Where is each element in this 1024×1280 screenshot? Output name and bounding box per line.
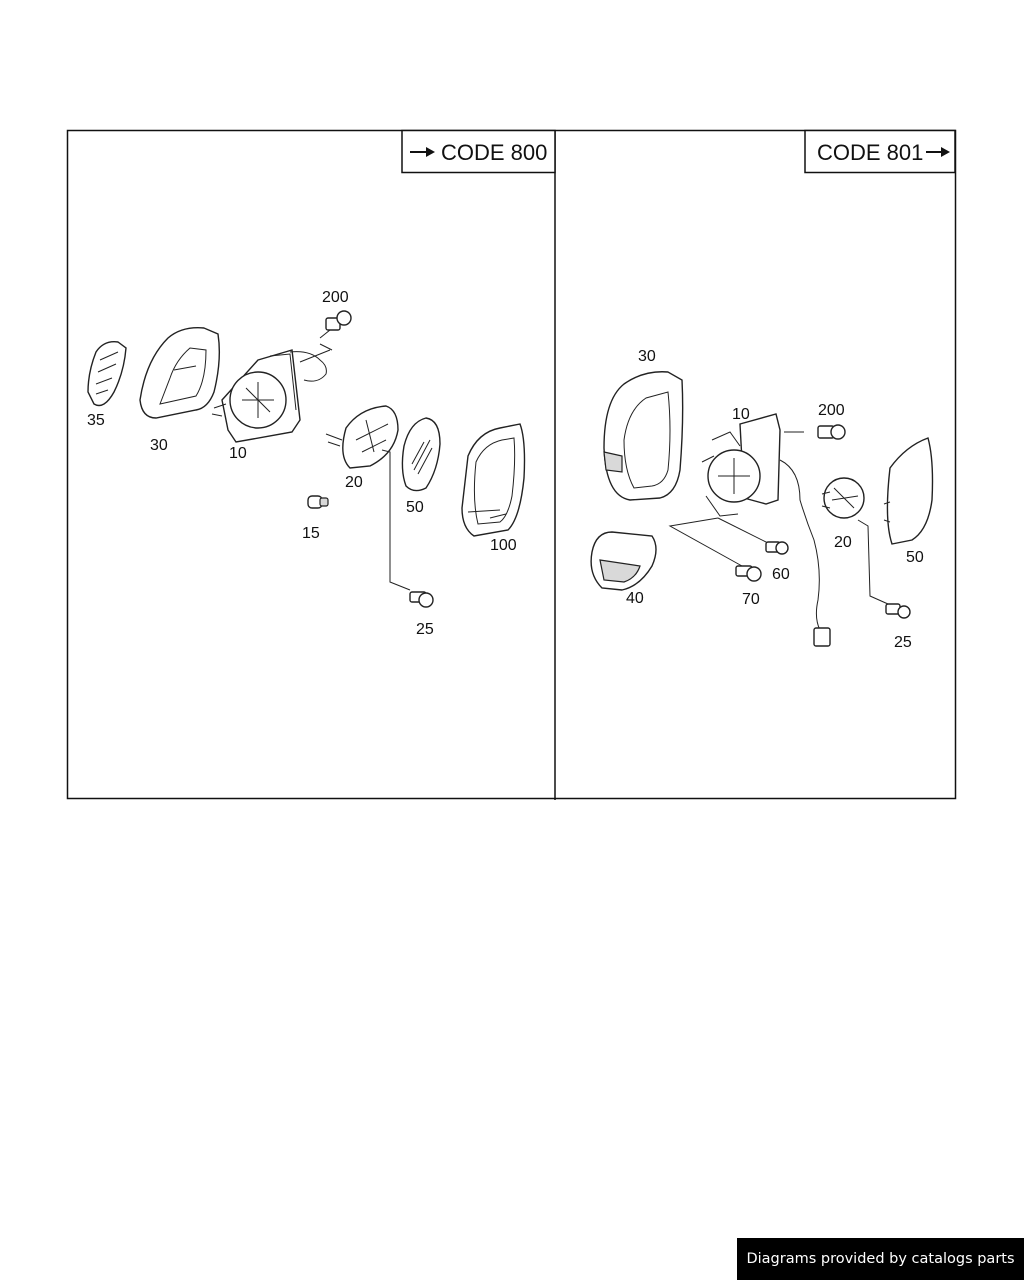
callout-10: 10: [732, 406, 750, 423]
callout-15: 15: [302, 525, 320, 542]
attribution-text: Diagrams provided by catalogs parts: [746, 1251, 1015, 1267]
part-50-mirror-glass[interactable]: [883, 437, 934, 545]
part-200-screw[interactable]: [319, 310, 352, 339]
part-50-mirror-glass[interactable]: [401, 417, 441, 492]
part-25-screw[interactable]: [381, 449, 434, 608]
leader-60-70: [668, 517, 743, 567]
part-15-bulb[interactable]: [307, 495, 329, 509]
callout-70: 70: [742, 591, 760, 608]
callout-100: 100: [490, 537, 517, 554]
callout-20: 20: [345, 474, 363, 491]
part-20-actuator[interactable]: [821, 477, 865, 519]
callout-10: 10: [229, 445, 247, 462]
part-10-mirror-base[interactable]: [211, 343, 333, 443]
part-10-mirror-base[interactable]: [701, 413, 831, 647]
callout-60: 60: [772, 566, 790, 583]
code-801-label: CODE 801: [817, 140, 923, 165]
part-30-mirror-cover[interactable]: [139, 327, 221, 419]
callout-30: 30: [150, 437, 168, 454]
callout-30: 30: [638, 348, 656, 365]
part-200-screw[interactable]: [817, 424, 846, 440]
arrow-right-icon: [410, 147, 435, 157]
leader-60: [717, 517, 771, 545]
part-35-turn-signal[interactable]: [87, 341, 127, 407]
part-20-actuator[interactable]: [325, 405, 399, 469]
callout-200: 200: [322, 289, 349, 306]
callout-20: 20: [834, 534, 852, 551]
part-25-screw[interactable]: [857, 519, 911, 619]
callout-35: 35: [87, 412, 105, 429]
panel-code-800: CODE 800: [87, 129, 556, 638]
part-40-lower-cover[interactable]: [590, 531, 657, 591]
part-100-housing-frame[interactable]: [461, 423, 526, 537]
part-30-mirror-cover[interactable]: [603, 371, 684, 501]
attribution-footer: Diagrams provided by catalogs parts: [737, 1238, 1024, 1280]
code-800-label: CODE 800: [441, 140, 547, 165]
panel-code-801: CODE 801: [590, 129, 956, 651]
callout-200: 200: [818, 402, 845, 419]
callout-25: 25: [416, 621, 434, 638]
code-800-label-box[interactable]: [401, 129, 556, 174]
part-70-screw[interactable]: [735, 565, 762, 582]
callout-50: 50: [406, 499, 424, 516]
part-60-screw[interactable]: [765, 541, 789, 555]
callout-50: 50: [906, 549, 924, 566]
callout-40: 40: [626, 590, 644, 607]
callout-25: 25: [894, 634, 912, 651]
arrow-right-icon: [926, 147, 950, 157]
